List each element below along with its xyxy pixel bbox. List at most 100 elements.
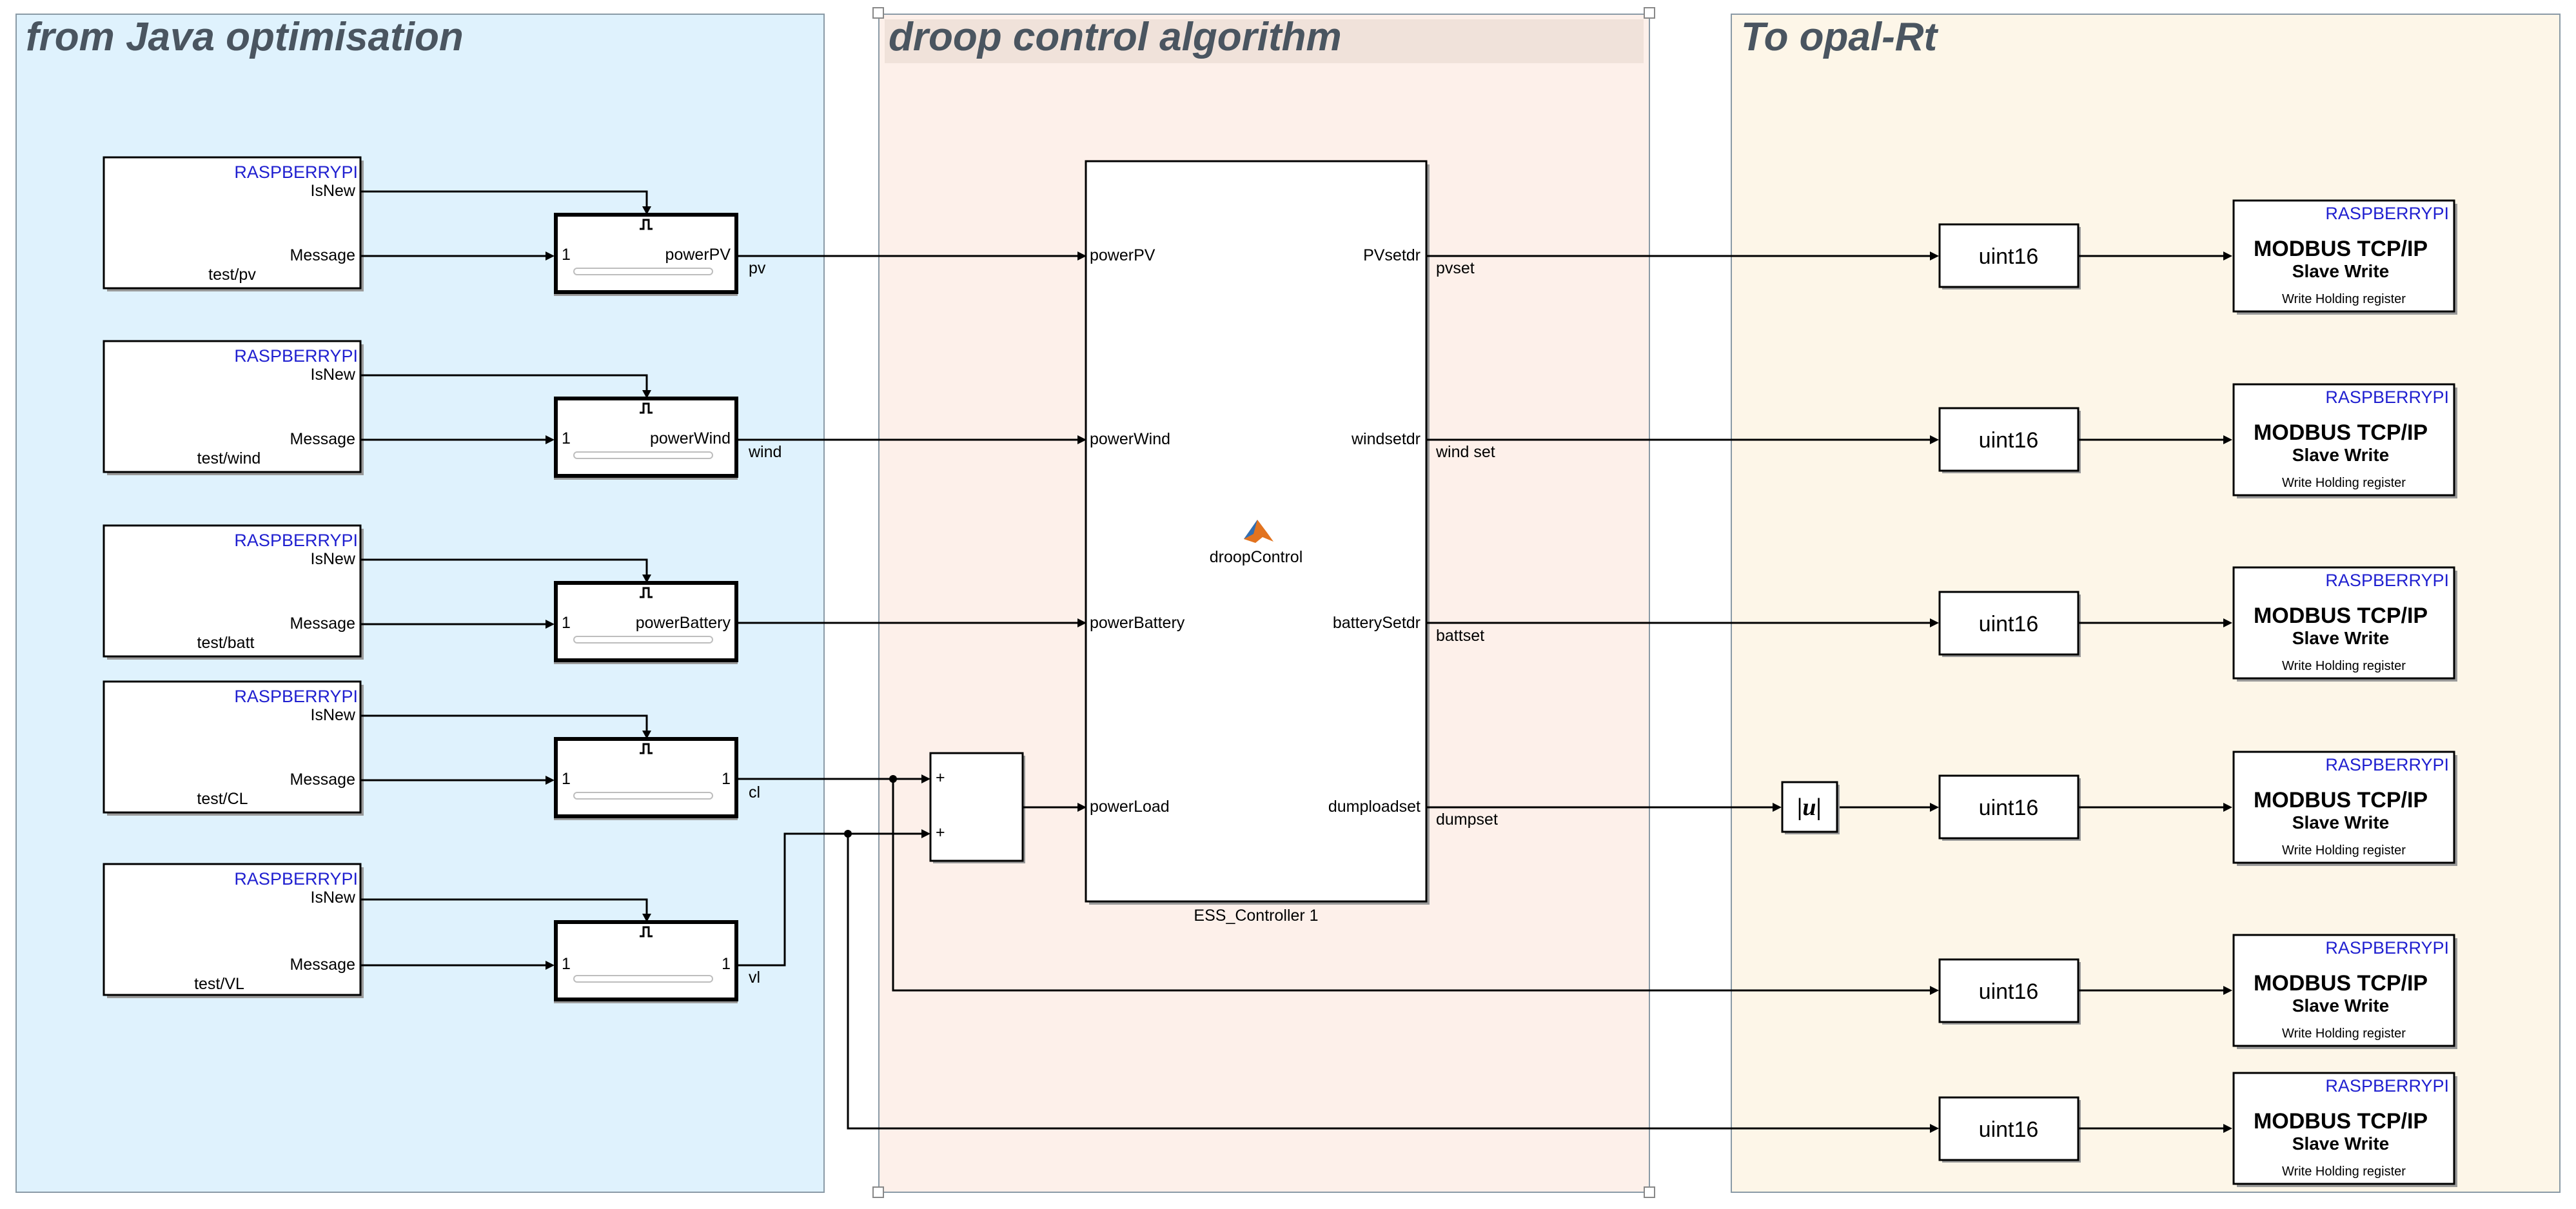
signal-lines-subsystem-out[interactable] [736,251,1939,1133]
mqtt-subscribe-block-wind[interactable]: RASPBERRYPI IsNew Message test/wind [103,340,364,475]
modbus-write-block-6[interactable]: RASPBERRYPI MODBUS TCP/IP Slave Write Wr… [2232,1072,2457,1187]
board-label: RASPBERRYPI [2325,571,2449,590]
modbus-subtitle: Slave Write [2292,1134,2389,1154]
subsystem-in-port: 1 [562,614,571,632]
signal-label-cl: cl [749,783,760,801]
port-label-message: Message [290,771,355,789]
sum-input-sign-2: + [936,823,945,841]
signal-label-battset: battset [1436,627,1484,645]
conversion-label: uint16 [1979,428,2039,453]
mqtt-subscribe-block-pv[interactable]: RASPBERRYPI IsNew Message test/pv [103,156,364,291]
enabled-subsystem-wind[interactable]: 1 powerWind [554,397,738,480]
modbus-subtitle: Slave Write [2292,996,2389,1016]
trigger-icon [640,926,653,938]
mqtt-subscribe-block-cl[interactable]: RASPBERRYPI IsNew Message test/CL [103,680,364,816]
port-label-isnew: IsNew [311,550,356,568]
modbus-write-block-4[interactable]: RASPBERRYPI MODBUS TCP/IP Slave Write Wr… [2232,751,2457,866]
controller-input-powerwind: powerWind [1090,430,1170,448]
board-label: RASPBERRYPI [2325,1076,2449,1096]
modbus-subtitle: Slave Write [2292,445,2389,465]
signal-label-pvset: pvset [1436,259,1475,277]
signal-lines-subscribe[interactable] [360,190,651,970]
area-selection-handles[interactable] [872,7,1655,1198]
modbus-write-block-2[interactable]: RASPBERRYPI MODBUS TCP/IP Slave Write Wr… [2232,383,2457,498]
subsystem-out-port: 1 [722,770,731,788]
modbus-write-block-3[interactable]: RASPBERRYPI MODBUS TCP/IP Slave Write Wr… [2232,566,2457,682]
controller-output-pvsetdr: PVsetdr [1363,246,1421,264]
controller-input-powerpv: powerPV [1090,246,1155,264]
port-label-isnew: IsNew [311,889,356,907]
board-label: RASPBERRYPI [234,162,358,182]
port-label-isnew: IsNew [311,366,356,384]
modbus-title: MODBUS TCP/IP [2254,788,2428,812]
trigger-icon [640,743,653,754]
signal-lines-to-modbus[interactable] [2078,251,2232,1133]
modbus-note: Write Holding register [2282,1165,2406,1179]
modbus-title: MODBUS TCP/IP [2254,604,2428,628]
signal-label-windset: wind set [1435,443,1495,461]
modbus-write-block-1[interactable]: RASPBERRYPI MODBUS TCP/IP Slave Write Wr… [2232,199,2457,315]
sum-block[interactable]: + + [929,752,1025,863]
conversion-label: uint16 [1979,796,2039,820]
signal-label-dumpset: dumpset [1436,811,1498,829]
board-label: RASPBERRYPI [2325,388,2449,407]
modbus-title: MODBUS TCP/IP [2254,971,2428,996]
port-label-message: Message [290,430,355,448]
block-topic: test/wind [197,449,261,467]
modbus-note: Write Holding register [2282,1027,2406,1041]
modbus-subtitle: Slave Write [2292,812,2389,832]
data-type-conversion-4[interactable]: uint16 [1938,774,2081,841]
port-label-isnew: IsNew [311,706,356,724]
modbus-title: MODBUS TCP/IP [2254,1109,2428,1134]
enabled-subsystem-pv[interactable]: 1 powerPV [554,213,738,296]
conversion-label: uint16 [1979,979,2039,1004]
block-topic: test/batt [197,634,255,652]
port-label-message: Message [290,956,355,974]
droop-controller-block[interactable]: powerPV powerWind powerBattery powerLoad… [1085,160,1430,905]
subsystem-out-port: powerPV [665,246,731,264]
data-type-conversion-6[interactable]: uint16 [1938,1096,2081,1163]
area-droop-title: droop control algorithm [889,15,1342,59]
signal-labels: pv wind cl vl pvset wind set battset dum… [748,259,1498,987]
modbus-write-block-5[interactable]: RASPBERRYPI MODBUS TCP/IP Slave Write Wr… [2232,934,2457,1049]
mqtt-subscribe-block-batt[interactable]: RASPBERRYPI IsNew Message test/batt [103,524,364,660]
block-topic: test/pv [208,266,256,284]
port-label-isnew: IsNew [311,182,356,200]
enabled-subsystem-battery[interactable]: 1 powerBattery [554,581,738,664]
subsystem-out-port: 1 [722,955,731,973]
port-label-message: Message [290,614,355,633]
board-label: RASPBERRYPI [2325,755,2449,774]
board-label: RASPBERRYPI [2325,204,2449,223]
subsystem-out-port: powerWind [650,429,731,447]
controller-function-name: droopControl [1210,548,1303,566]
board-label: RASPBERRYPI [234,346,358,366]
controller-output-batterysetdr: batterySetdr [1333,614,1421,632]
enabled-subsystem-cl[interactable]: 1 1 [554,737,738,820]
conversion-label: uint16 [1979,1117,2039,1142]
subsystem-in-port: 1 [562,246,571,264]
modbus-title: MODBUS TCP/IP [2254,420,2428,445]
subsystem-out-port: powerBattery [636,614,731,632]
data-type-conversion-1[interactable]: uint16 [1938,223,2081,290]
data-type-conversion-3[interactable]: uint16 [1938,591,2081,657]
trigger-icon [640,402,653,414]
modbus-note: Write Holding register [2282,292,2406,306]
trigger-icon [640,219,653,230]
trigger-icon [640,587,653,598]
area-java-title: from Java optimisation [26,15,464,59]
controller-input-powerbattery: powerBattery [1090,614,1185,632]
board-label: RASPBERRYPI [2325,938,2449,958]
data-type-conversion-2[interactable]: uint16 [1938,407,2081,473]
abs-block[interactable]: |u| [1781,781,1840,834]
modbus-subtitle: Slave Write [2292,628,2389,648]
mqtt-subscribe-block-vl[interactable]: RASPBERRYPI IsNew Message test/VL [103,863,364,998]
area-opal-title: To opal-Rt [1741,15,1939,59]
enabled-subsystem-vl[interactable]: 1 1 [554,920,738,1003]
sum-input-sign-1: + [936,769,945,787]
data-type-conversion-5[interactable]: uint16 [1938,958,2081,1025]
signal-lines-controller-out[interactable] [1426,251,1939,812]
port-label-message: Message [290,246,355,264]
signal-label-wind: wind [748,443,782,461]
conversion-label: uint16 [1979,612,2039,636]
